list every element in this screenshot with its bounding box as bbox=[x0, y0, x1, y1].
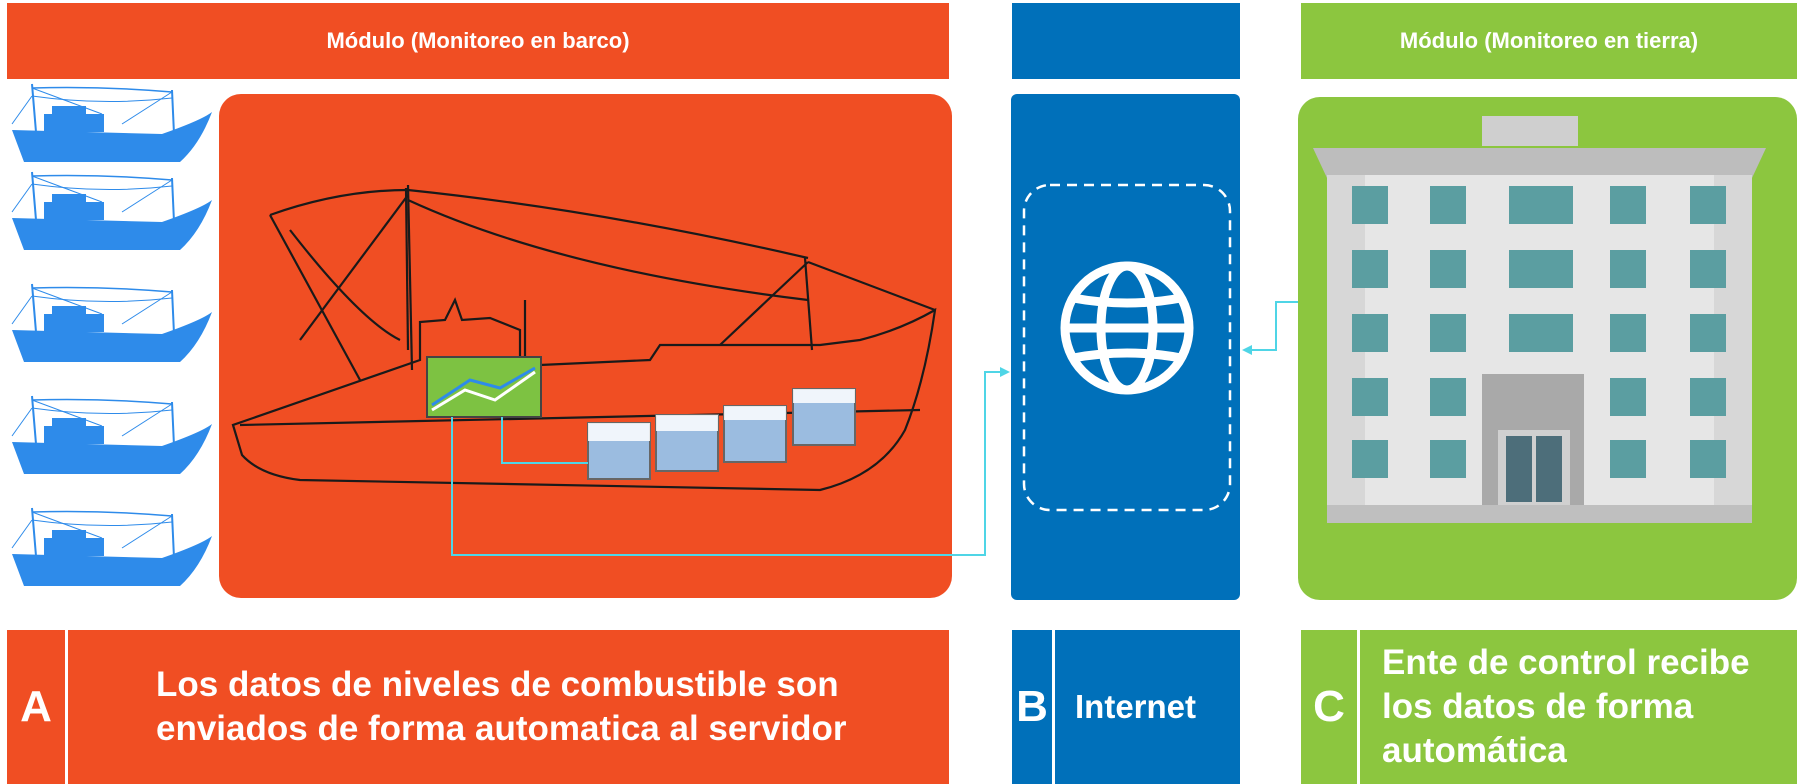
fishing-boat-icon bbox=[11, 283, 213, 363]
fishing-boat-icon bbox=[11, 395, 213, 475]
step-b-letter: B bbox=[1012, 630, 1055, 784]
arrow-head bbox=[1242, 345, 1252, 355]
step-b-text: Internet bbox=[1075, 688, 1197, 726]
land-module-title: Módulo (Monitoreo en tierra) bbox=[1399, 28, 1699, 53]
step-c-letter: C bbox=[1301, 630, 1360, 784]
fuel-tank-icon bbox=[723, 405, 787, 463]
fuel-tank-icon bbox=[792, 388, 856, 446]
step-a-letter: A bbox=[7, 630, 68, 784]
fishing-boat-icon bbox=[11, 83, 213, 163]
chart-monitor-icon bbox=[426, 356, 542, 418]
globe-icon bbox=[1060, 261, 1194, 395]
step-c-bar: C Ente de control recibe los datos de fo… bbox=[1301, 630, 1797, 784]
tank-connector-line bbox=[501, 417, 588, 464]
internet-dashed-frame bbox=[1022, 183, 1232, 512]
internet-module-header bbox=[1012, 3, 1240, 79]
arrow-head bbox=[1000, 367, 1010, 377]
building-icon bbox=[1313, 116, 1766, 523]
fishing-boat-icon bbox=[11, 507, 213, 587]
fuel-tank-icon bbox=[655, 414, 719, 472]
step-b-bar: B Internet bbox=[1012, 630, 1240, 784]
ship-module-title: Módulo (Monitoreo en barco) bbox=[326, 28, 630, 53]
land-module-header: Módulo (Monitoreo en tierra) bbox=[1301, 3, 1797, 79]
land-connector-line bbox=[1250, 301, 1298, 351]
step-a-text: Los datos de niveles de combustible son … bbox=[156, 665, 847, 748]
step-c-text: Ente de control recibe los datos de form… bbox=[1382, 643, 1750, 770]
fuel-tank-icon bbox=[587, 422, 651, 480]
ship-module-header: Módulo (Monitoreo en barco) bbox=[7, 3, 949, 79]
data-connector-line bbox=[451, 371, 1005, 556]
ship-outline bbox=[231, 184, 937, 492]
step-a-bar: A Los datos de niveles de combustible so… bbox=[7, 630, 949, 784]
fishing-boat-icon bbox=[11, 171, 213, 251]
internet-panel bbox=[1011, 94, 1240, 600]
